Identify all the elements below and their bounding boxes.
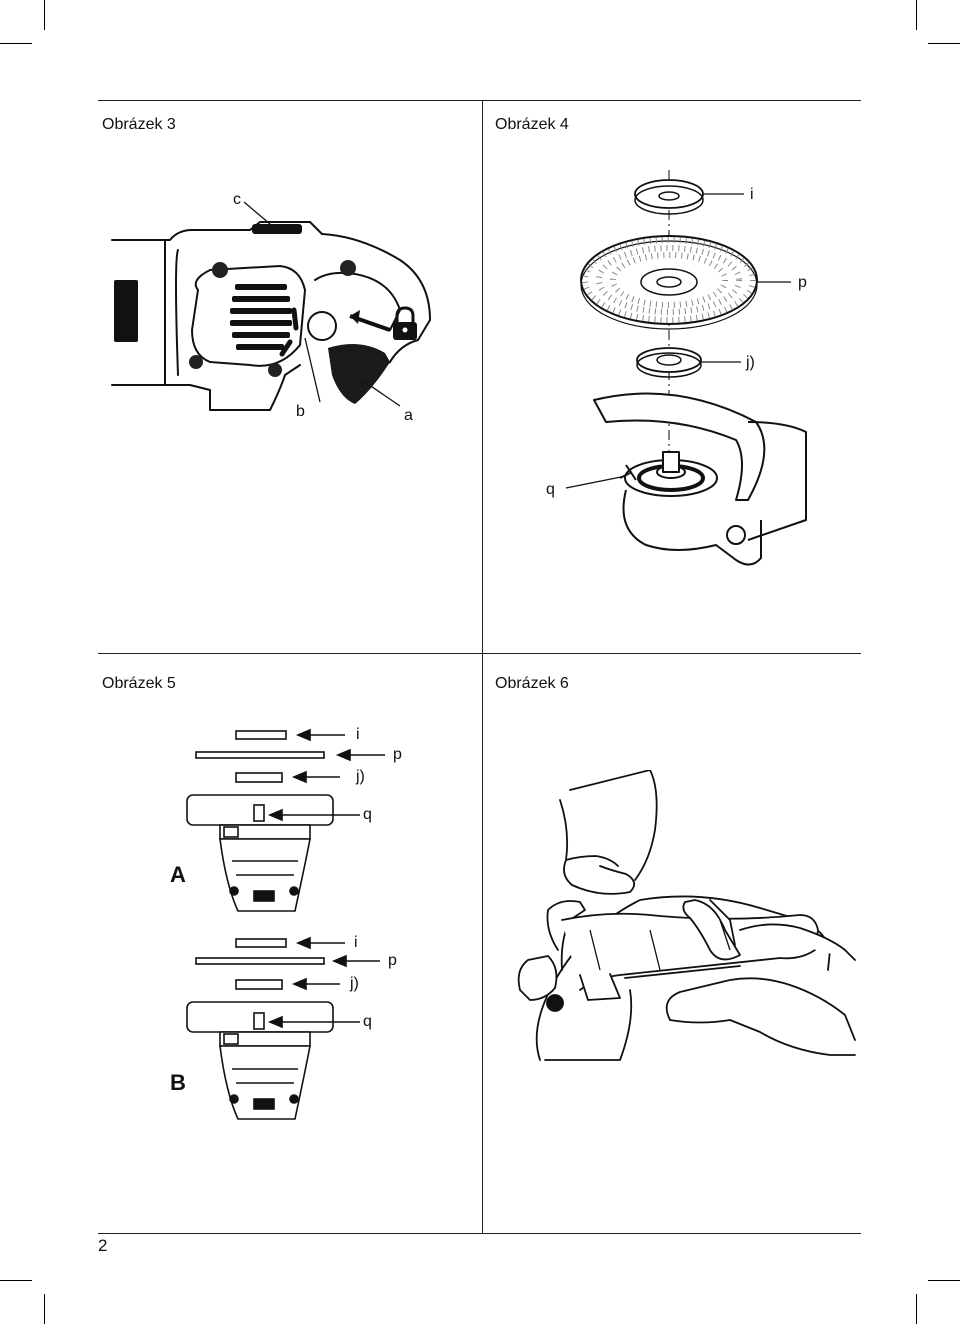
label-q: q bbox=[546, 481, 555, 498]
label-a: a bbox=[404, 407, 413, 424]
label-b: b bbox=[296, 403, 305, 420]
crop-mark bbox=[928, 1280, 960, 1281]
lock-switch-c bbox=[252, 224, 302, 234]
label-b-j: j) bbox=[349, 975, 359, 992]
bottom-rule bbox=[98, 1233, 861, 1234]
crop-mark bbox=[916, 1294, 917, 1324]
screw bbox=[189, 355, 203, 369]
figure-4-disc-assembly: i p j) q bbox=[486, 160, 858, 590]
label-j: j) bbox=[745, 354, 755, 371]
page-number: 2 bbox=[98, 1236, 108, 1255]
padlock-icon bbox=[393, 306, 417, 340]
figure-5-flange-order: i p j) q A i p j) q B bbox=[150, 715, 450, 1135]
crop-mark bbox=[0, 1280, 32, 1281]
label-a-p: p bbox=[393, 746, 402, 763]
grinding-disc-p bbox=[580, 235, 758, 330]
screw bbox=[268, 363, 282, 377]
variant-b-tag: B bbox=[170, 1070, 186, 1095]
center-divider bbox=[482, 100, 483, 1233]
crop-mark bbox=[0, 43, 32, 44]
guard-and-gearhead bbox=[593, 392, 807, 566]
variant-a-tag: A bbox=[170, 862, 186, 887]
label-c: c bbox=[233, 191, 241, 208]
figure-3-title: Obrázek 3 bbox=[102, 116, 176, 133]
lock-button bbox=[307, 311, 337, 341]
figure-4-title: Obrázek 4 bbox=[495, 116, 569, 133]
label-p: p bbox=[798, 274, 807, 291]
label-i: i bbox=[750, 186, 754, 203]
crop-mark bbox=[44, 0, 45, 30]
variant-b bbox=[186, 938, 334, 1120]
crop-mark bbox=[916, 0, 917, 30]
label-a-j: j) bbox=[355, 768, 365, 785]
trigger-paddle bbox=[328, 344, 390, 404]
figure-3-switch-illustration: c b a bbox=[100, 170, 480, 430]
top-rule bbox=[98, 100, 861, 101]
figure-6-holding-grinder bbox=[500, 770, 860, 1070]
middle-rule bbox=[98, 653, 861, 654]
figure-6-title: Obrázek 6 bbox=[495, 675, 569, 692]
label-a-i: i bbox=[356, 726, 360, 743]
label-b-q: q bbox=[363, 1013, 372, 1030]
crop-mark bbox=[928, 43, 960, 44]
figure-5-title: Obrázek 5 bbox=[102, 675, 176, 692]
variant-a bbox=[186, 730, 334, 912]
screw bbox=[212, 262, 228, 278]
screw bbox=[340, 260, 356, 276]
label-a-q: q bbox=[363, 806, 372, 823]
inner-flange-j bbox=[636, 347, 702, 378]
outer-flange-i bbox=[634, 179, 704, 215]
crop-mark bbox=[44, 1294, 45, 1324]
vent-slot bbox=[114, 280, 138, 342]
label-b-p: p bbox=[388, 952, 397, 969]
label-b-i: i bbox=[354, 934, 358, 951]
